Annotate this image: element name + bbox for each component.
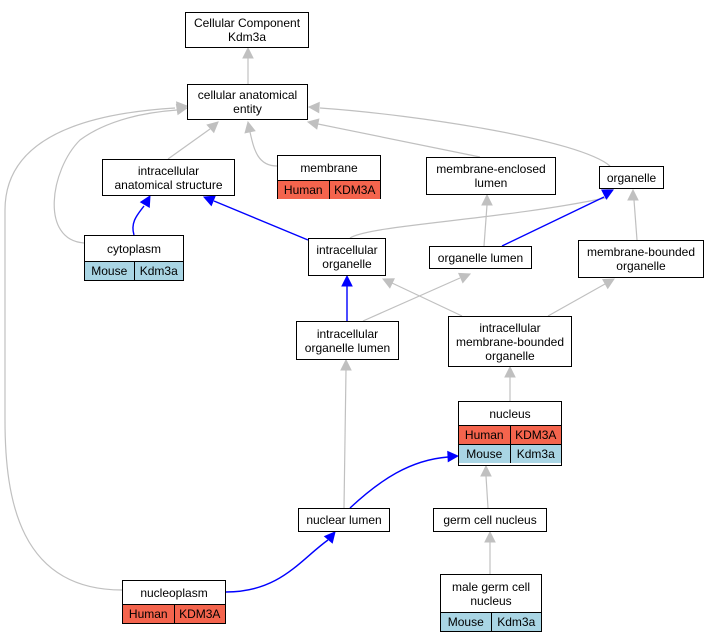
- node-label: organelle lumen: [437, 250, 524, 265]
- arrowhead: [381, 278, 395, 289]
- node-cytoplasm[interactable]: cytoplasm Mouse Kdm3a: [84, 235, 184, 281]
- edge-io-to-ias: [202, 195, 309, 241]
- arrowhead: [242, 46, 254, 59]
- node-cellular-anatomical-entity[interactable]: cellular anatomical entity: [187, 84, 308, 120]
- node-organelle-lumen[interactable]: organelle lumen: [429, 246, 532, 269]
- arrowhead: [480, 464, 492, 477]
- node-label: nuclear lumen: [306, 513, 382, 527]
- arrowhead: [306, 118, 320, 130]
- node-intracellular-anatomical-structure[interactable]: intracellular anatomical structure: [102, 159, 235, 196]
- node-label: nucleus: [489, 406, 531, 421]
- arrowhead: [340, 358, 352, 371]
- edge-nucleoplasm-to-nl: [225, 531, 336, 593]
- arrowhead: [341, 274, 353, 287]
- node-intracellular-organelle-lumen[interactable]: intracellular organelle lumen: [296, 321, 399, 360]
- node-nucleus[interactable]: nucleus Human KDM3A Mouse Kdm3a: [458, 401, 562, 466]
- gene-symbol: KDM3A: [509, 426, 562, 444]
- node-intracellular-organelle[interactable]: intracellular organelle: [308, 238, 386, 276]
- arrowhead: [323, 531, 336, 544]
- gene-symbol: Kdm3a: [490, 613, 542, 631]
- node-label: membrane-enclosed lumen: [436, 162, 546, 190]
- node-label: intracellular anatomical structure: [114, 163, 223, 192]
- node-cellular-component-kdm3a[interactable]: Cellular Component Kdm3a: [185, 12, 309, 48]
- edge-io-to-organelle: [349, 188, 614, 239]
- edge-nl-to-iol: [340, 358, 352, 509]
- node-label: male germ cell nucleus: [451, 579, 531, 608]
- node-male-germ-cell-nucleus[interactable]: male germ cell nucleus Mouse Kdm3a: [440, 574, 542, 632]
- edge-cytoplasm-to-ias: [132, 195, 151, 236]
- gene-symbol: Kdm3a: [509, 445, 562, 463]
- node-label: Cellular Component Kdm3a: [193, 16, 301, 44]
- edge-mbo-to-organelle: [627, 188, 639, 241]
- arrowhead: [481, 193, 493, 206]
- arrowhead: [206, 121, 219, 134]
- node-label: membrane: [300, 161, 358, 175]
- arrowhead: [244, 120, 256, 134]
- edge-nucleus-to-imbo: [504, 365, 516, 401]
- edge-membrane-to-cae: [244, 120, 278, 167]
- edge-iol-to-ol: [362, 272, 472, 322]
- edge-nl-to-nucleus: [349, 450, 460, 509]
- edge-ol-to-organelle: [501, 189, 614, 247]
- mouse-annotation-row: Mouse Kdm3a: [459, 444, 561, 463]
- node-organelle[interactable]: organelle: [599, 166, 664, 189]
- node-label: membrane-bounded organelle: [586, 245, 696, 273]
- gene-symbol: KDM3A: [328, 181, 381, 199]
- arrowhead: [307, 101, 320, 114]
- human-annotation-row: Human KDM3A: [459, 425, 561, 444]
- species-label: Human: [283, 183, 323, 197]
- edge-ol-to-mel: [481, 193, 493, 247]
- arrowhead: [202, 195, 216, 207]
- arrowhead: [139, 195, 151, 208]
- node-germ-cell-nucleus[interactable]: germ cell nucleus: [433, 508, 547, 532]
- species-label: Mouse: [466, 447, 503, 461]
- edge-imbo-to-mbo: [547, 278, 615, 317]
- edge-cae-to-cc_kdm3a: [242, 46, 254, 84]
- arrowhead: [601, 189, 614, 200]
- arrowhead: [627, 188, 639, 201]
- node-label: cytoplasm: [106, 241, 162, 256]
- arrowhead: [602, 278, 615, 290]
- species-label: Mouse: [447, 615, 484, 629]
- mouse-annotation-row: Mouse Kdm3a: [441, 612, 541, 631]
- node-nuclear-lumen[interactable]: nuclear lumen: [298, 508, 390, 532]
- gene-symbol: Kdm3a: [133, 262, 184, 280]
- edge-iol-to-io: [341, 274, 353, 321]
- edge-organelle-to-cae: [307, 101, 611, 167]
- edge-mgcn-to-gcn: [484, 530, 496, 574]
- node-label: intracellular membrane-bounded organelle: [455, 320, 565, 363]
- species-label: Human: [464, 428, 504, 442]
- human-annotation-row: Human KDM3A: [123, 604, 225, 623]
- arrowhead: [504, 365, 516, 378]
- edge-nucleoplasm-to-cae: [4, 101, 189, 591]
- edge-mel-to-cae: [306, 118, 481, 158]
- species-label: Human: [128, 607, 168, 621]
- node-nucleoplasm[interactable]: nucleoplasm Human KDM3A: [122, 580, 226, 624]
- arrowhead: [176, 101, 189, 113]
- species-label: Mouse: [91, 264, 128, 278]
- node-membrane-bounded-organelle[interactable]: membrane-bounded organelle: [578, 240, 704, 278]
- node-label: cellular anatomical entity: [197, 88, 298, 116]
- node-membrane-enclosed-lumen[interactable]: membrane-enclosed lumen: [426, 157, 556, 195]
- node-label: intracellular organelle: [316, 243, 378, 271]
- edge-imbo-to-io: [381, 278, 463, 317]
- gene-symbol: KDM3A: [173, 605, 226, 623]
- node-label: nucleoplasm: [140, 585, 208, 600]
- mouse-annotation-row: Mouse Kdm3a: [85, 261, 183, 280]
- node-label: organelle: [606, 170, 657, 185]
- arrowhead: [458, 272, 472, 284]
- node-label: intracellular organelle lumen: [304, 326, 391, 355]
- human-annotation-row: Human KDM3A: [278, 180, 380, 199]
- arrowhead: [447, 450, 460, 463]
- edge-ias-to-cae: [167, 121, 219, 160]
- edge-gcn-to-nucleus: [480, 464, 492, 509]
- node-label: germ cell nucleus: [443, 513, 537, 527]
- node-intracellular-membrane-bounded-organelle[interactable]: intracellular membrane-bounded organelle: [448, 316, 572, 367]
- node-membrane[interactable]: membrane Human KDM3A: [277, 155, 381, 199]
- arrowhead: [484, 530, 496, 543]
